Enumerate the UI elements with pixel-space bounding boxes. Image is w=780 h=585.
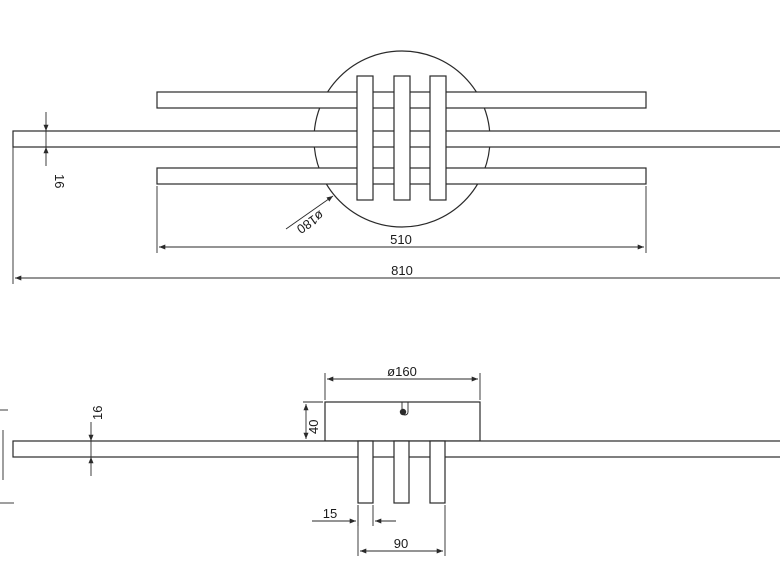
cable-entry-dot <box>399 408 407 416</box>
vertical-bar-2 <box>393 75 411 201</box>
dim-long-bar-length: 810 <box>12 147 780 284</box>
dim-text-16-side: 16 <box>90 406 105 420</box>
vertical-bar-1 <box>356 75 374 201</box>
dim-text-d160: ø160 <box>387 364 417 379</box>
dim-vertical-group-width: 90 <box>357 505 446 556</box>
dim-base-diameter-top: ø180 <box>285 195 334 237</box>
side-vertical-bar-2 <box>393 440 410 504</box>
side-view: ø160 40 16 15 <box>0 364 780 556</box>
dim-text-810: 810 <box>391 263 413 278</box>
dim-left-edge-fragment <box>0 409 14 504</box>
dim-text-510: 510 <box>390 232 412 247</box>
dim-text-40: 40 <box>306 420 321 434</box>
dim-vertical-bar-width: 15 <box>312 505 396 526</box>
dim-text-90: 90 <box>394 536 408 551</box>
dim-text-16-top: 16 <box>52 174 67 188</box>
dim-short-bar-length: 510 <box>156 186 647 253</box>
dim-bar-thickness-top: 16 <box>43 112 67 188</box>
vertical-bar-3 <box>429 75 447 201</box>
dim-bar-thickness-side: 16 <box>88 406 105 476</box>
top-view: 16 ø180 510 810 <box>12 50 780 284</box>
base-canopy <box>324 401 481 442</box>
dim-text-15: 15 <box>323 506 337 521</box>
side-vertical-bar-1 <box>357 440 374 504</box>
dim-base-diameter-side: ø160 <box>324 364 481 400</box>
dim-base-height: 40 <box>303 401 323 442</box>
side-vertical-bar-3 <box>429 440 446 504</box>
